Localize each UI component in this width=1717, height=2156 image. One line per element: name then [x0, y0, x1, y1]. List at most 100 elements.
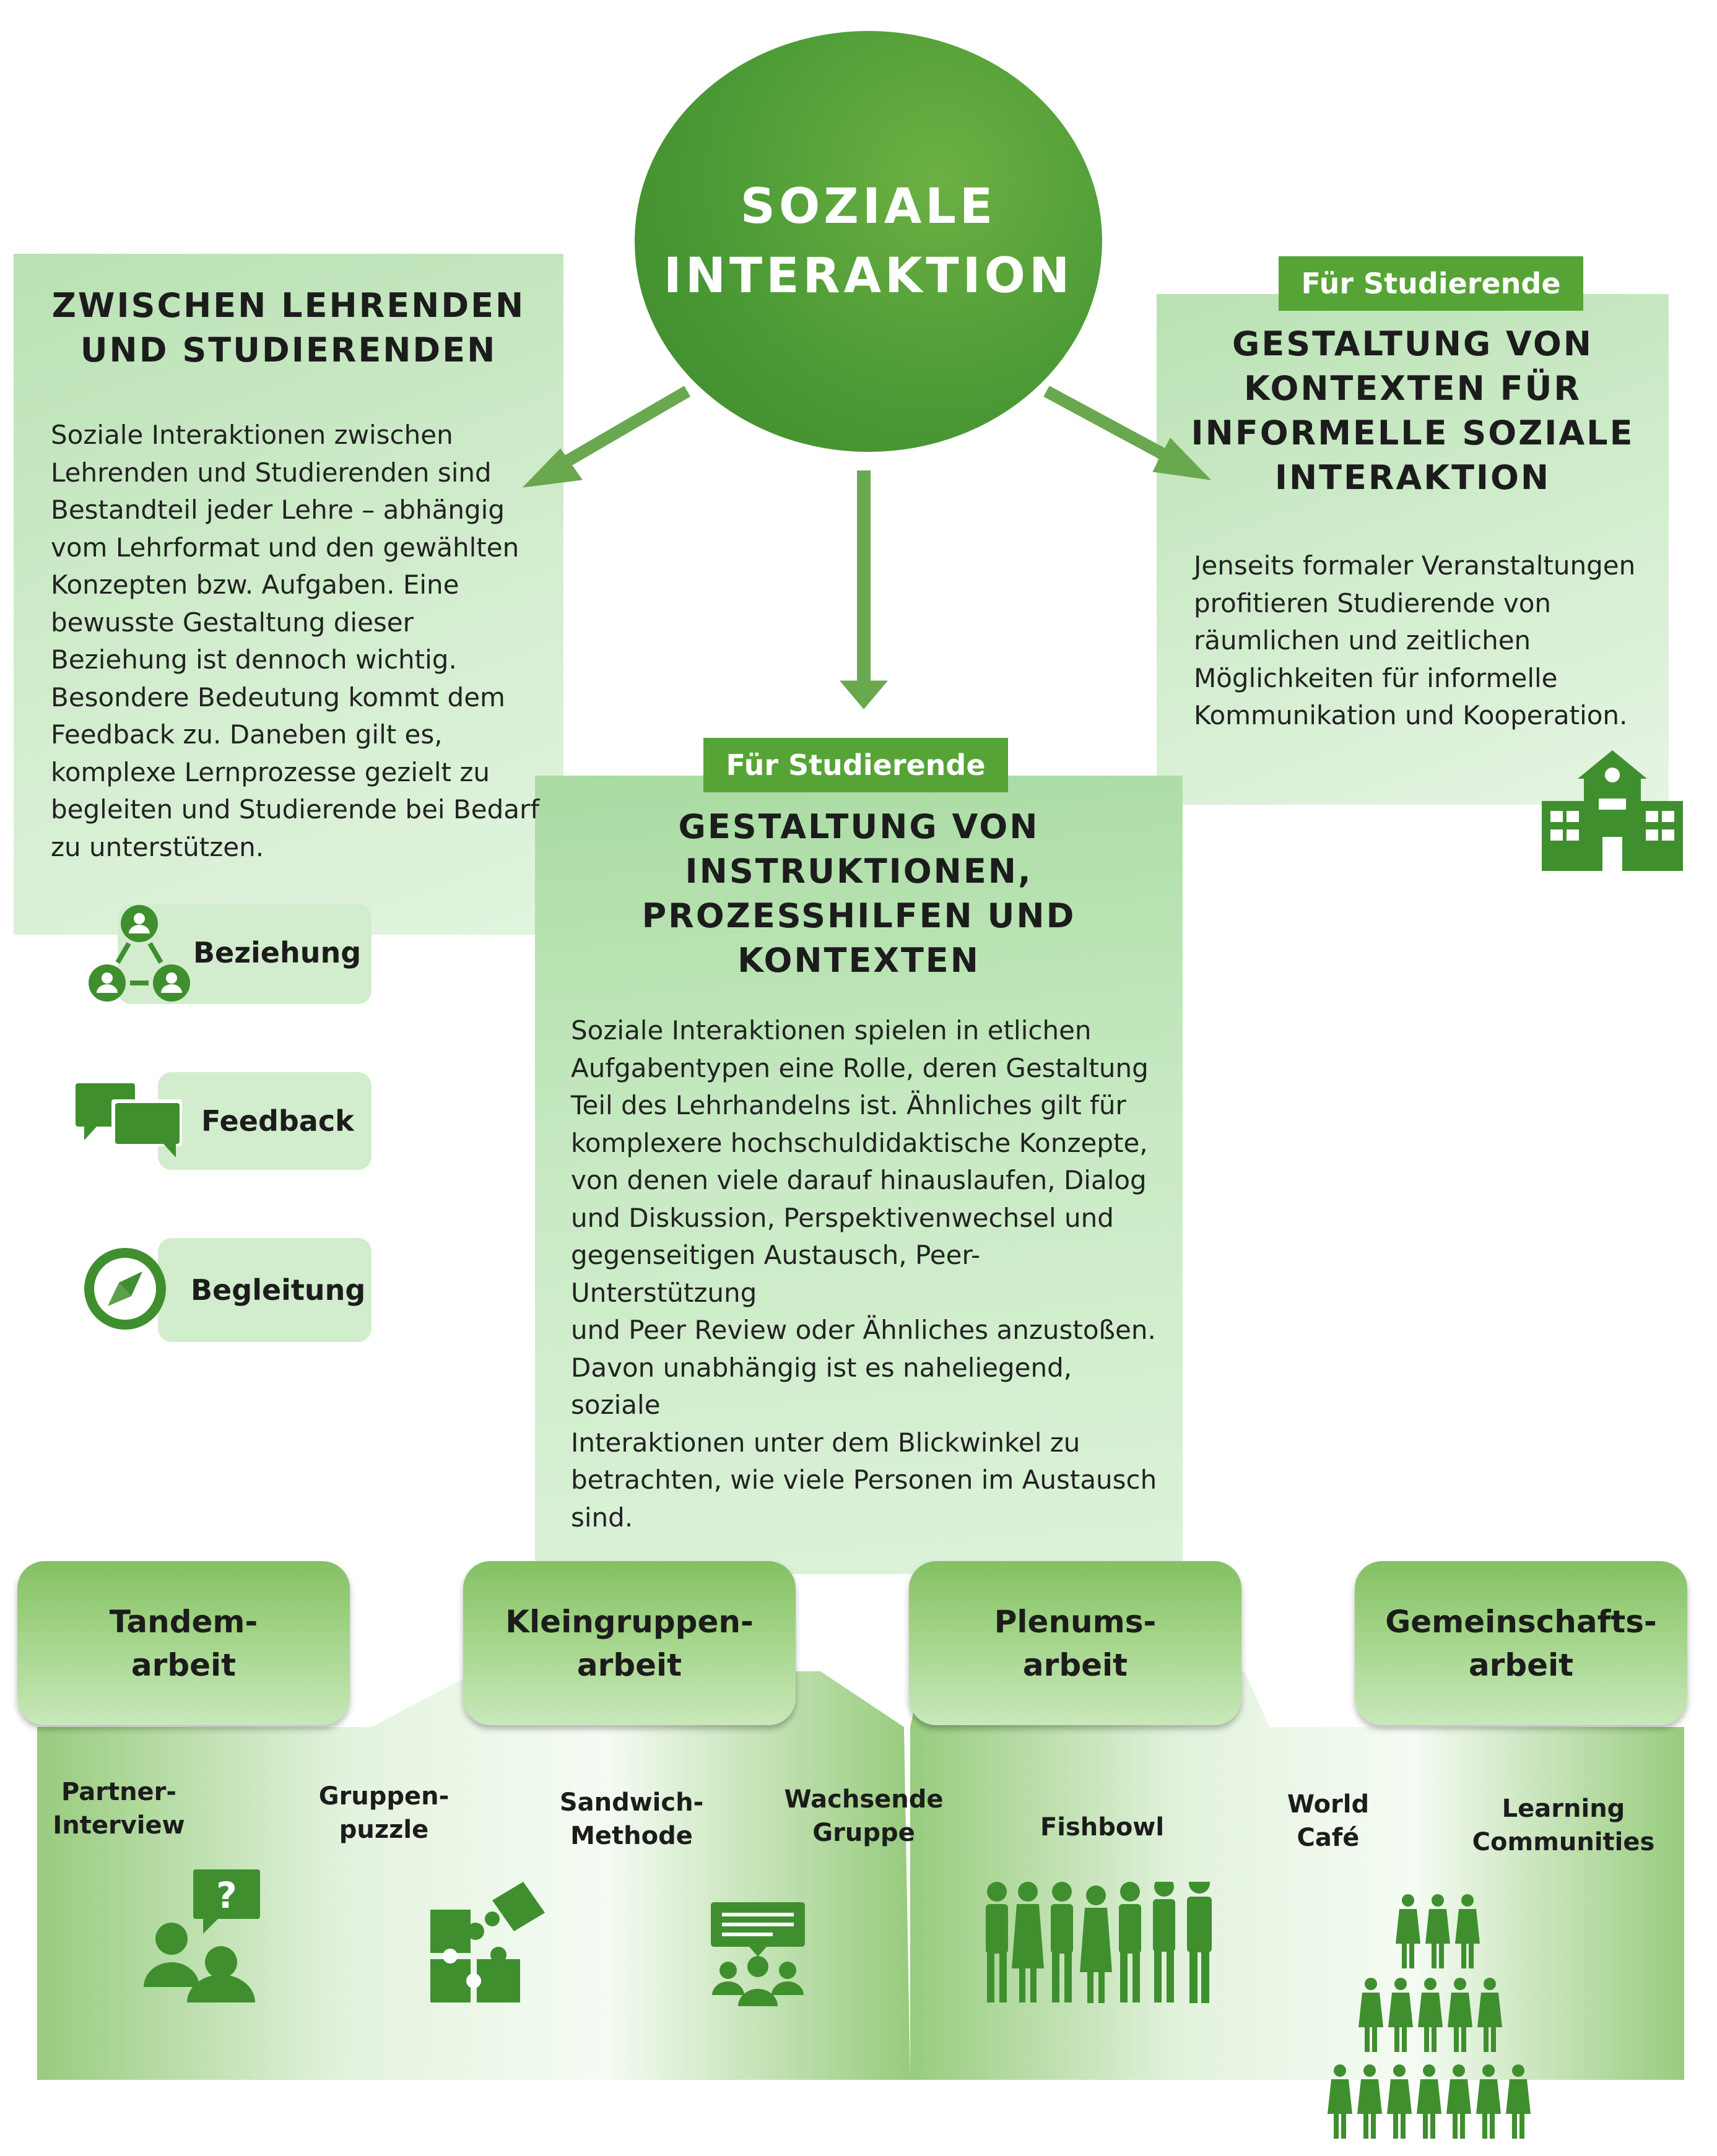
left-body-line: zu unterstützen.: [51, 831, 264, 862]
middle-body-line: und Peer Review oder Ähnliches anzustoße…: [571, 1315, 1156, 1345]
method-line: Interview: [53, 1811, 185, 1840]
method-line: Sandwich-: [559, 1788, 704, 1817]
left-body-line: bewusste Gestaltung dieser: [51, 607, 414, 638]
right-body-line: Kommunikation und Kooperation.: [1194, 700, 1628, 730]
left-body-line: vom Lehrformat und den gewählten: [51, 532, 519, 563]
left-heading-line2: UND STUDIERENDEN: [80, 331, 497, 370]
category-gemeinschaftsarbeit: Gemeinschafts- arbeit: [1355, 1561, 1687, 1725]
middle-body: Soziale Interaktionen spielen in etliche…: [571, 1012, 1165, 1536]
left-body-line: komplexe Lernprozesse gezielt zu: [51, 756, 490, 787]
category-plenumsarbeit: Plenums- arbeit: [909, 1561, 1241, 1725]
left-body-line: Lehrenden und Studierenden sind: [51, 457, 492, 488]
middle-body-line: Teil des Lehrhandelns ist. Ähnliches gil…: [571, 1090, 1126, 1120]
middle-body-line: Davon unabhängig ist es naheliegend, soz…: [571, 1352, 1072, 1421]
item-begleitung-label: Begleitung: [191, 1273, 366, 1307]
left-fan: [37, 1671, 910, 2080]
method-line: Learning: [1502, 1795, 1625, 1823]
category-label: Kleingruppen-: [505, 1603, 754, 1640]
right-heading-line: INFORMELLE SOZIALE: [1191, 413, 1635, 452]
item-beziehung-label: Beziehung: [193, 936, 362, 969]
method-line: Gruppe: [812, 1819, 915, 1847]
category-label: Plenums-: [994, 1603, 1157, 1640]
method-fishbowl: Fishbowl: [1015, 1811, 1189, 1844]
person-question-icon: ?: [144, 1869, 260, 2002]
item-begleitung-pill: [158, 1238, 372, 1342]
people-pyramid-icon: [1328, 1894, 1531, 2139]
right-tag: Für Studierende: [1279, 256, 1583, 311]
central-circle: SOZIALE INTERAKTION: [635, 31, 1102, 452]
middle-body-line: Aufgabentypen eine Rolle, deren Gestaltu…: [571, 1052, 1149, 1083]
middle-body-line: gegenseitigen Austausch, Peer-Unterstütz…: [571, 1240, 981, 1308]
right-body-line: Jenseits formaler Veranstaltungen: [1194, 550, 1636, 581]
middle-heading-line: INSTRUKTIONEN,: [685, 852, 1033, 891]
center-panel: [535, 776, 1183, 1574]
right-fan: [910, 1671, 1684, 2080]
method-line: Communities: [1472, 1828, 1655, 1856]
left-body-line: Beziehung ist dennoch wichtig.: [51, 644, 457, 675]
method-line: Methode: [570, 1822, 693, 1850]
puzzle-icon: [430, 1882, 545, 2002]
middle-body-line: betrachten, wie viele Personen im Austau…: [571, 1465, 1157, 1495]
left-heading-line1: ZWISCHEN LEHRENDEN: [51, 286, 526, 325]
fan-bottom-left-white: [37, 2080, 1684, 2154]
method-wachsende-gruppe: Wachsende Gruppe: [774, 1783, 954, 1850]
left-body-line: Bestandteil jeder Lehre – abhängig: [51, 495, 505, 525]
item-feedback-pill: [158, 1072, 372, 1170]
method-line: Café: [1297, 1824, 1360, 1852]
central-title-line2: INTERAKTION: [663, 248, 1074, 304]
right-heading: GESTALTUNG VON KONTEXTEN FÜR INFORMELLE …: [1157, 322, 1669, 500]
right-body: Jenseits formaler Veranstaltungen profit…: [1194, 547, 1652, 735]
middle-body-line: sind.: [571, 1502, 633, 1533]
left-panel: [14, 254, 563, 935]
school-building-icon: [1542, 750, 1683, 871]
middle-heading: GESTALTUNG VON INSTRUKTIONEN, PROZESSHIL…: [535, 805, 1183, 983]
method-line: Gruppen-: [318, 1782, 450, 1811]
left-body-line: Besondere Bedeutung kommt dem: [51, 682, 505, 712]
category-label: arbeit: [576, 1647, 682, 1683]
middle-body-line: Interaktionen unter dem Blickwinkel zu: [571, 1427, 1080, 1458]
relationship-network-icon: [89, 905, 190, 1002]
left-body-line: Feedback zu. Daneben gilt es,: [51, 719, 443, 750]
method-learning-communities: Learning Communities: [1467, 1792, 1659, 1859]
left-heading: ZWISCHEN LEHRENDEN UND STUDIERENDEN: [14, 284, 563, 373]
method-sandwich: Sandwich- Methode: [545, 1786, 718, 1853]
middle-body-line: komplexere hochschuldidaktische Konzepte…: [571, 1127, 1148, 1158]
category-tandemarbeit: Tandem- arbeit: [17, 1561, 350, 1725]
method-line: Wachsende: [784, 1785, 944, 1814]
method-line: puzzle: [339, 1816, 429, 1844]
people-group-icon: [986, 1882, 1212, 2003]
right-heading-line: INTERAKTION: [1274, 458, 1551, 497]
middle-heading-line: GESTALTUNG VON: [678, 807, 1040, 846]
middle-tag: Für Studierende: [703, 738, 1008, 792]
speech-bubbles-icon: [76, 1083, 182, 1158]
central-title-line1: SOZIALE: [740, 179, 997, 235]
middle-body-line: von denen viele darauf hinauslaufen, Dia…: [571, 1165, 1147, 1195]
left-body: Soziale Interaktionen zwischen Lehrenden…: [51, 417, 546, 866]
left-body-line: Konzepten bzw. Aufgaben. Eine: [51, 569, 459, 600]
category-label: arbeit: [1022, 1647, 1128, 1683]
middle-heading-line: KONTEXTEN: [737, 941, 980, 980]
category-label: Tandem-: [109, 1603, 258, 1640]
right-heading-line: KONTEXTEN FÜR: [1244, 369, 1581, 408]
presentation-group-icon: [711, 1902, 805, 2006]
right-body-line: profitieren Studierende von: [1194, 587, 1552, 618]
middle-body-line: Soziale Interaktionen spielen in etliche…: [571, 1015, 1092, 1046]
left-body-line: Soziale Interaktionen zwischen: [51, 420, 453, 450]
middle-heading-line: PROZESSHILFEN UND: [641, 896, 1076, 935]
method-line: Partner-: [61, 1778, 176, 1806]
compass-icon: [84, 1248, 166, 1330]
category-label: arbeit: [131, 1647, 237, 1683]
method-line: Fishbowl: [1040, 1813, 1165, 1842]
right-body-line: Möglichkeiten für informelle: [1194, 662, 1558, 693]
right-panel: [1157, 294, 1669, 805]
svg-text:?: ?: [216, 1874, 237, 1916]
item-feedback-label: Feedback: [201, 1104, 354, 1138]
right-heading-line: GESTALTUNG VON: [1232, 324, 1593, 363]
middle-body-line: und Diskussion, Perspektivenwechsel und: [571, 1202, 1114, 1233]
method-partner-interview: Partner- Interview: [38, 1775, 199, 1842]
category-label: Gemeinschafts-: [1385, 1603, 1657, 1640]
left-body-line: begleiten und Studierende bei Bedarf: [51, 794, 540, 825]
category-kleingruppenarbeit: Kleingruppen- arbeit: [463, 1561, 796, 1725]
right-body-line: räumlichen und zeitlichen: [1194, 625, 1531, 656]
method-gruppenpuzzle: Gruppen- puzzle: [303, 1780, 464, 1846]
